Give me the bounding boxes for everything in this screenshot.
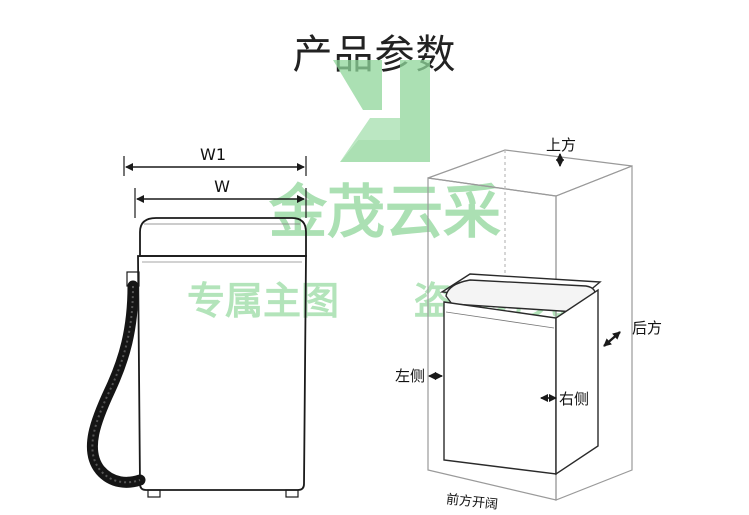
watermark-brand-text: 金茂云采 [269, 178, 501, 246]
washer-iso-front [443, 301, 557, 475]
back-clearance-arrow [603, 331, 621, 347]
left-clearance-label: 左侧 [395, 367, 425, 385]
drain-hose [86, 280, 146, 488]
washer-foot-left [147, 489, 161, 498]
back-clearance-label: 后方 [632, 319, 662, 337]
watermark-logo-icon [333, 60, 430, 162]
washer-iso-view [439, 273, 602, 476]
watermark-left-text: 专属主图 [187, 279, 339, 323]
washer-foot-right [285, 489, 299, 498]
top-clearance-label: 上方 [546, 136, 576, 154]
washer-iso-side [555, 288, 599, 476]
w1-label: W1 [200, 145, 226, 164]
w-label: W [214, 177, 230, 196]
front-clearance-label: 前方开阔 [445, 491, 498, 512]
clearance-arrows [428, 153, 621, 402]
washer-lid [139, 217, 307, 257]
right-clearance-label: 右侧 [559, 390, 589, 408]
washer-front-view [123, 156, 307, 498]
